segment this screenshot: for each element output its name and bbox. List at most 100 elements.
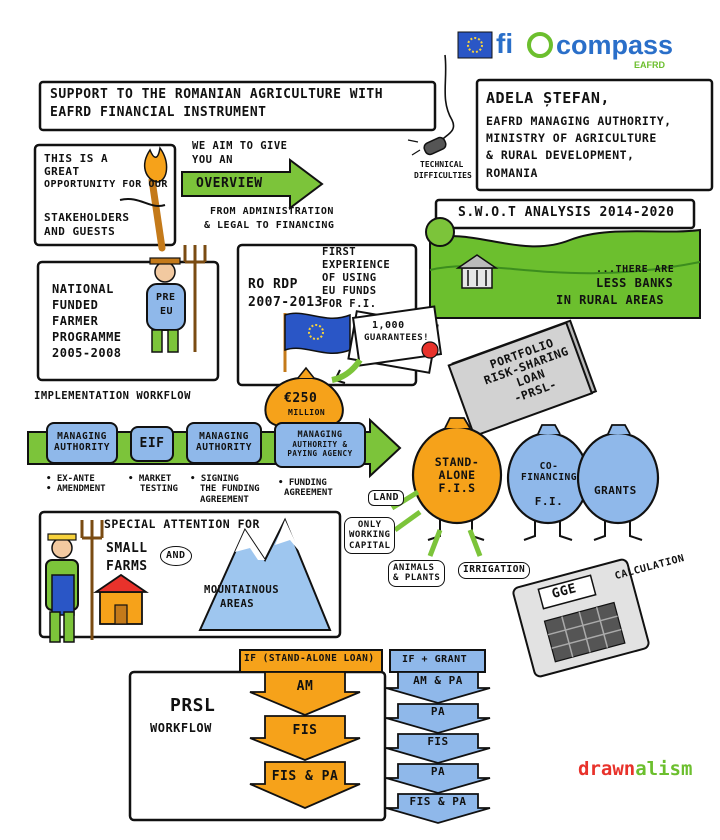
swot-landscape [425,198,701,319]
exp-line-4: EU funds [322,285,377,297]
workflow-step-1-line-2: Authority [54,442,110,453]
swot-note-3: in rural areas [556,293,665,307]
small-farms-line-3: farms [106,559,148,574]
intro-line-4: stakeholders [44,211,130,224]
rdp-line-2: 2007-2013 [248,295,323,310]
grants-bag [576,424,660,541]
farmer-icon [146,245,207,353]
grants-bag-label: Grants [594,484,637,497]
eu-logo-icon [457,31,493,59]
torch-icon [119,146,168,252]
signature-part-1: drawn [578,758,636,780]
tech-note-line-1: Technical [420,160,464,169]
workflow-note-3-line-2: the funding agreement [200,484,260,505]
small-farms-line-1: Special attention for [104,517,260,531]
mountains-icon [198,517,332,631]
logo-sub: EAFRD [634,60,665,70]
workflow-step-3-line-1: Managing [199,431,249,443]
working-line-1: Only [357,520,382,530]
land-label: Land [368,490,405,506]
intro-line-5: and guests [44,225,116,238]
prsl-workflow-title-2: workflow [150,721,212,735]
prsl-workflow-title-1: PRSL [170,695,216,716]
cofinancing-bag [506,424,590,541]
prsl-right-header: IF + Grant [402,654,468,665]
tech-note-line-2: difficulties [414,171,472,180]
intro-line-3: opportunity for our [44,179,168,190]
workflow-note-1-line-2: • Amendment [46,484,106,495]
aim-line-1: We aim to give [192,140,288,152]
left-chevron-3 [249,761,361,809]
logo-prefix: fi [496,28,514,59]
rdp-line-1: RO RDP [248,277,298,292]
drawnalism-signature: drawnalism [578,758,692,780]
money-line-1: €250 [284,391,318,406]
prsl-left-step-2: FIs [292,723,318,738]
speaker-box [475,78,714,192]
money-line-2: million [288,408,326,417]
workflow-note-2-line-1: • Market [128,474,172,484]
from-line-2: & Legal to Financing [204,220,335,231]
overview-label: overview [196,176,263,191]
overview-arrow [181,158,324,210]
animals-line-2: & plants [393,573,441,584]
working-line-2: working [349,530,391,541]
workflow-step-1: Managing Authority [46,422,118,464]
right-chevron-5 [385,793,491,824]
small-farmer-icon [45,520,104,643]
national-line-2: funded [52,298,99,312]
and-label: and [160,546,192,566]
standalone-line-1: Stand- [434,455,480,469]
workflow-note-2-line-2: testing [140,484,178,495]
from-line-1: from Administration [210,206,334,217]
workflow-note-4-line-1: • Funding [278,478,327,488]
prsl-right-step-4: PA [430,765,446,778]
cofinancing-bag-label: Co-financing F.I. [512,461,586,508]
exp-line-1: First [322,246,357,258]
workflow-step-4-line-2: Authority & Paying Agency [287,440,353,458]
signature-part-2: alism [635,758,693,780]
workflow-note-4: • Funding agreement [278,478,333,499]
national-line-4: programme [52,330,122,344]
standalone-bag-label: Stand- alone F.I.s [426,455,488,496]
exp-line-2: experience [322,259,391,271]
left-chevron-2 [249,715,361,761]
workflow-note-1-line-1: • Ex-ante [46,474,95,484]
exp-line-5: for F.I. [322,298,377,310]
speaker-role-3: & Rural Development, [486,148,635,162]
title-line-1: Support to the Romanian agriculture with [50,87,384,102]
working-capital-label: Only working capital [344,517,396,555]
speaker-name: Adela Ștefan, [486,89,610,107]
workflow-note-3-line-1: • Signing [190,474,239,484]
aim-line-2: you an [192,154,233,166]
shirt-label-1: PRE [156,292,176,303]
swot-note-1: ...there are [596,264,675,275]
speaker-country: Romania [486,166,538,180]
mountains-line-1: mountainous [204,584,280,596]
small-farms-line-2: small [106,541,148,556]
workflow-note-4-line-2: agreement [284,488,333,499]
guarantees-line-1: 1,000 [372,320,405,331]
animals-line-1: Animals [393,563,435,573]
swot-note-2: less banks [596,276,674,290]
national-line-3: farmer [52,314,99,328]
right-chevron-4 [385,763,491,794]
exp-line-3: of using [322,272,377,284]
speaker-role-2: Ministry of Agriculture [486,131,657,145]
workflow-step-4-line-1: Managing [297,430,343,441]
swot-title: S.W.O.T Analysis 2014-2020 [458,205,675,220]
right-chevron-3 [385,733,491,764]
cofin-line-2: F.I. [534,494,564,508]
guarantee-documents-icon [347,305,443,374]
workflow-step-3: Managing Authority [186,422,262,464]
right-chevron-1 [385,671,491,704]
microphone-icon [407,54,455,156]
standalone-bag [411,417,503,541]
logo-ring-icon [527,32,553,58]
logo-name: compass [556,30,674,60]
prsl-left-header: IF (stand-alone loan) [244,653,375,664]
animals-label: Animals & plants [388,560,446,587]
title-box [38,80,437,132]
standalone-line-2: alone [438,468,476,483]
